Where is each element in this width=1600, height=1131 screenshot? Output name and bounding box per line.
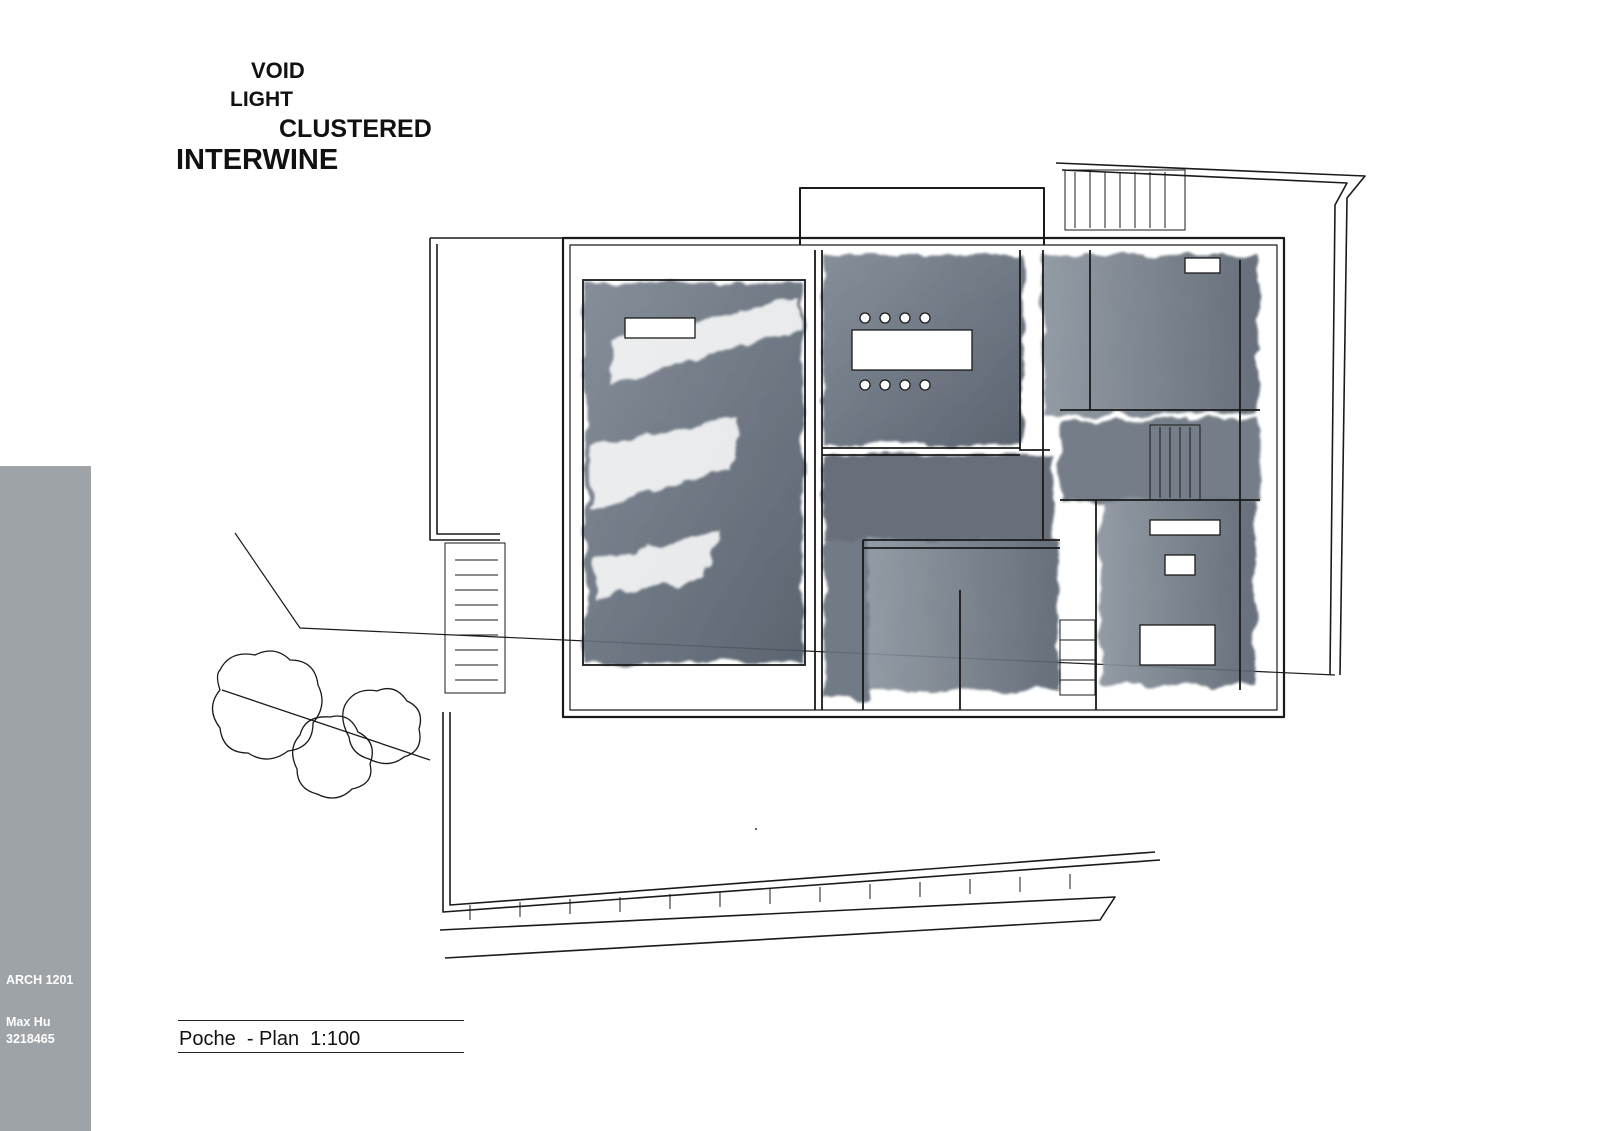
trees-sketch (211, 650, 431, 799)
stray-dot (755, 828, 757, 830)
concept-word-void: VOID (251, 58, 305, 83)
concept-word-interwine: INTERWINE (176, 144, 339, 176)
concept-word-light: LIGHT (230, 88, 293, 111)
light-streaks (590, 300, 800, 600)
drawing-caption: Poche - Plan 1:100 (179, 1028, 361, 1050)
sidebar-panel (0, 466, 91, 1131)
caption-rule-top (178, 1020, 464, 1021)
author-name: Max Hu (6, 1015, 51, 1029)
student-id: 3218465 (6, 1032, 55, 1046)
concept-word-clustered: CLUSTERED (279, 115, 432, 143)
course-code: ARCH 1201 (6, 973, 74, 987)
stairs (444, 169, 1201, 920)
furniture (624, 257, 1221, 666)
interior-walls (582, 250, 1260, 710)
caption-rule-bottom (178, 1052, 464, 1053)
